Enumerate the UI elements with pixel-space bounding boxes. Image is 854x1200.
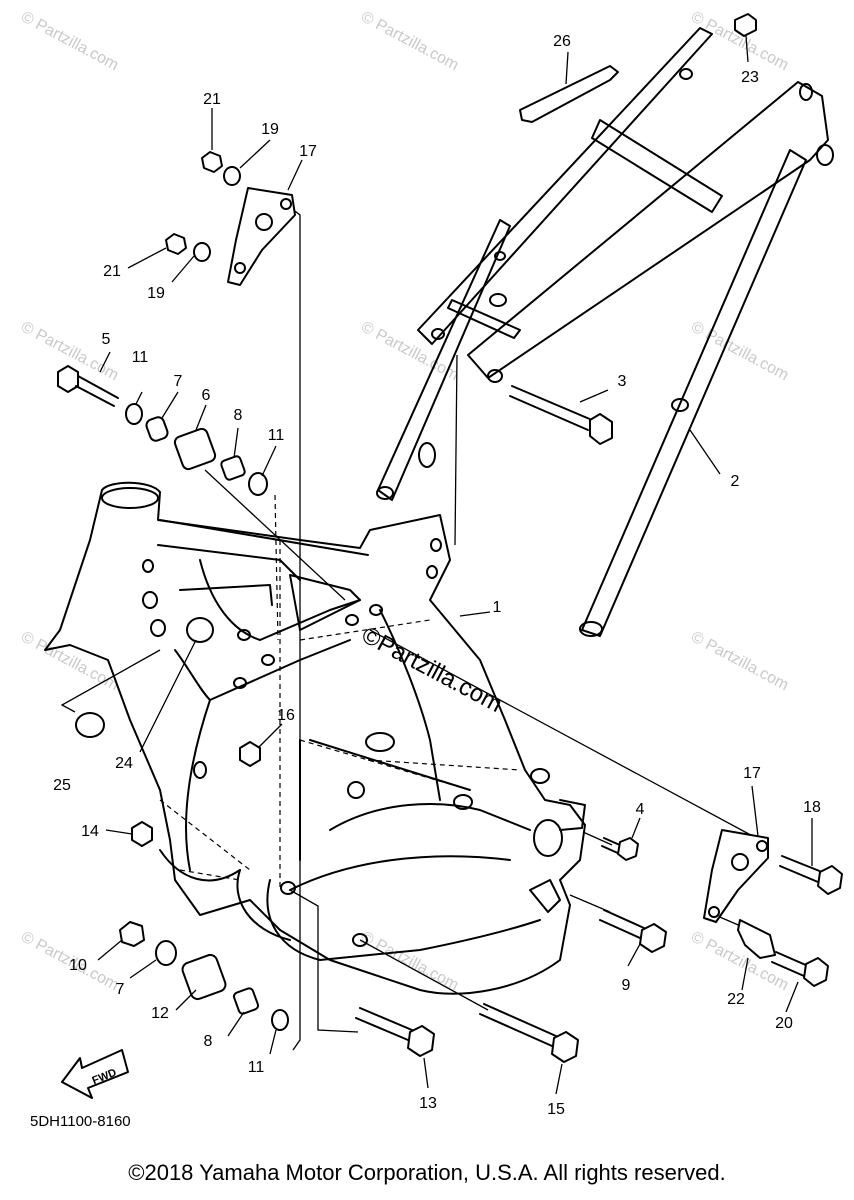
washer-11 xyxy=(125,403,143,425)
watermark: © Partzilla.com xyxy=(18,9,121,75)
callout-13: 13 xyxy=(419,1095,437,1112)
cap-23 xyxy=(734,13,757,37)
bolt-4 xyxy=(601,837,639,861)
collar-12 xyxy=(181,953,227,1001)
callout-11-lower: 11 xyxy=(248,1059,265,1076)
cap-25 xyxy=(75,712,105,738)
watermark: © Partzilla.com xyxy=(688,629,791,695)
callout-2: 2 xyxy=(731,473,740,490)
washer-11-top xyxy=(248,472,268,496)
bolt-13 xyxy=(355,1007,435,1057)
bolt-9 xyxy=(599,909,667,953)
nut-10 xyxy=(119,921,145,947)
callout-leaders xyxy=(97,35,813,1095)
plate-17-top xyxy=(227,187,296,286)
plate-17-right xyxy=(703,829,769,923)
callout-6: 6 xyxy=(202,387,211,404)
bolt-3 xyxy=(509,385,613,445)
washer-19-top xyxy=(223,166,241,186)
small-parts xyxy=(57,13,843,1063)
watermark: © Partzilla.com xyxy=(358,9,461,75)
copyright-notice: ©2018 Yamaha Motor Corporation, U.S.A. A… xyxy=(128,1160,726,1185)
callout-3: 3 xyxy=(618,373,627,390)
callout-15: 15 xyxy=(547,1101,565,1118)
collar-8-lower xyxy=(232,987,260,1015)
watermark: © Partzilla.com xyxy=(18,629,121,695)
collar-6 xyxy=(173,427,217,471)
callout-16: 16 xyxy=(277,707,295,724)
cap-24 xyxy=(186,617,214,643)
rear-subframe xyxy=(376,27,834,637)
callout-26: 26 xyxy=(553,33,571,50)
callout-25: 25 xyxy=(53,777,71,794)
bolt-15 xyxy=(479,1003,579,1063)
callout-21-top: 21 xyxy=(203,91,221,108)
callout-17-right: 17 xyxy=(743,765,761,782)
nut-21-lower xyxy=(165,233,187,255)
callout-18: 18 xyxy=(803,799,821,816)
callout-7: 7 xyxy=(174,373,183,390)
bracket-22 xyxy=(737,919,776,959)
callout-numbers: 1 2 3 4 5 6 7 7 8 8 9 10 11 11 11 12 13 … xyxy=(53,33,821,1118)
nut-16 xyxy=(239,741,261,767)
bolt-18 xyxy=(779,855,843,895)
callout-1: 1 xyxy=(493,599,502,616)
callout-20: 20 xyxy=(775,1015,793,1032)
bolt-20 xyxy=(771,951,829,987)
diagram-code: 5DH1100-8160 xyxy=(30,1113,131,1130)
callout-11: 11 xyxy=(132,349,149,366)
nut-14 xyxy=(131,821,153,847)
watermark-layer: © Partzilla.com © Partzilla.com © Partzi… xyxy=(18,9,791,995)
reference-lines xyxy=(60,204,761,1051)
callout-22: 22 xyxy=(727,991,745,1008)
watermark: © Partzilla.com xyxy=(688,929,791,995)
watermark: © Partzilla.com xyxy=(358,929,461,995)
callout-23: 23 xyxy=(741,69,759,86)
tool-26 xyxy=(519,65,619,123)
washer-11-lower xyxy=(271,1009,289,1031)
callout-14: 14 xyxy=(81,823,99,840)
callout-12: 12 xyxy=(151,1005,169,1022)
main-frame xyxy=(44,481,586,995)
callout-11-mid: 11 xyxy=(268,427,285,444)
callout-17-top: 17 xyxy=(299,143,317,160)
bearing-7-lower xyxy=(155,940,177,966)
washer-19-lower xyxy=(193,242,211,262)
callout-10: 10 xyxy=(69,957,87,974)
callout-19-lower: 19 xyxy=(147,285,165,302)
callout-4: 4 xyxy=(636,801,645,818)
callout-5: 5 xyxy=(102,331,111,348)
callout-7-lower: 7 xyxy=(116,981,125,998)
callout-8: 8 xyxy=(234,407,243,424)
fwd-arrow-icon: FWD xyxy=(61,1049,129,1099)
callout-19-top: 19 xyxy=(261,121,279,138)
callout-24: 24 xyxy=(115,755,133,772)
callout-9: 9 xyxy=(622,977,631,994)
bolt-5 xyxy=(57,365,119,407)
nut-21-top xyxy=(201,151,223,173)
bearing-7 xyxy=(145,416,169,442)
callout-21-lower: 21 xyxy=(103,263,121,280)
collar-8 xyxy=(220,455,246,481)
callout-8-lower: 8 xyxy=(204,1033,213,1050)
